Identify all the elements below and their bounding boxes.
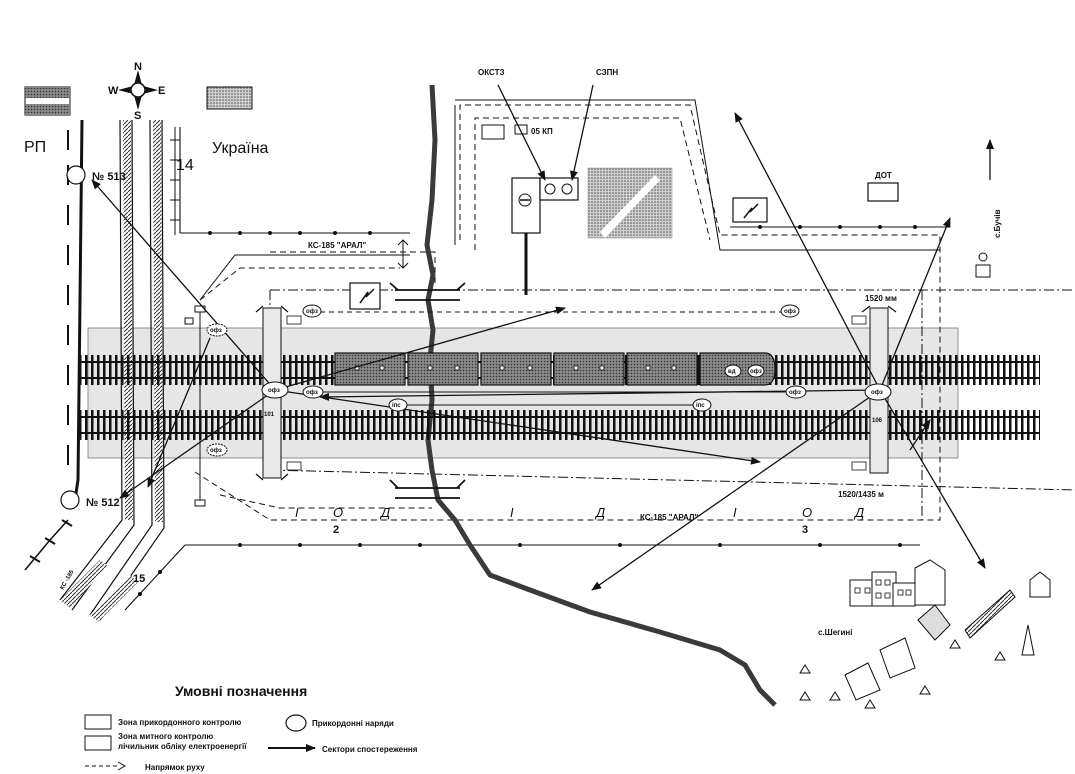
legend-sectors: Сектори спостереження [322, 745, 418, 754]
train [334, 352, 776, 386]
fence-posts [138, 225, 917, 596]
road-bottom-label: КС-185 "АРАЛ" [640, 513, 698, 522]
patrol-label-ofz: офз [750, 368, 762, 375]
compass-s: S [134, 110, 141, 122]
zone-letter-o: О [802, 505, 812, 520]
ukraine-label: Україна [212, 140, 269, 157]
patrol-label-ips: іпс [392, 403, 401, 409]
border-posts [60, 165, 86, 510]
okstz-label: ОКСТЗ [478, 68, 504, 77]
legend-border-zone: Зона прикордонного контролю [118, 718, 242, 727]
legend-meter: лічильник обліку електроенергії [118, 742, 247, 751]
zone-letter-d: Д [379, 505, 390, 520]
patrol-label-ips: іпс [696, 403, 705, 409]
dot-label: ДОТ [875, 171, 892, 180]
zone-letter-i: І [295, 505, 299, 520]
zone-letter-o: О [333, 505, 343, 520]
map-drawing [24, 70, 1075, 771]
legend-flags [24, 86, 253, 116]
zone-number-3: 3 [802, 524, 808, 536]
rp-label: РП [24, 139, 46, 156]
zone-number-2: 2 [333, 524, 339, 536]
legend-customs-zone: Зона митного контролю [118, 732, 213, 741]
legend-title: Умовні позначення [175, 683, 307, 699]
post-513-label: № 513 [92, 171, 126, 183]
text-labels: РП Україна 14 15 № 513 № 512 ОКСТЗ СЗПН … [24, 61, 1002, 637]
left-fence [170, 127, 180, 235]
buildings-top [184, 124, 991, 507]
zone-letter-d: Д [594, 505, 605, 520]
roads [199, 99, 940, 301]
compass-e: E [158, 85, 165, 97]
river-gates [389, 239, 466, 499]
compass-w: W [108, 85, 119, 97]
patrol-label-ofz: офз [306, 308, 318, 315]
km-15-label: 15 [133, 573, 145, 585]
traffic-routes [194, 104, 941, 521]
zone-letter-d: Д [853, 505, 864, 520]
patrol-label-ofz: офз [789, 389, 801, 396]
zone-letter-i: І [510, 505, 514, 520]
legend-symbols [84, 714, 316, 771]
village-label: с.Шегині [818, 628, 852, 637]
river-border [424, 84, 777, 707]
patrol-label-ofz: офз [210, 327, 222, 334]
patrol-label-ofz: офз [871, 389, 883, 396]
bridge-ends [255, 305, 897, 481]
compass-n: N [134, 61, 142, 73]
legend: Умовні позначення Зона прикордонного кон… [118, 683, 418, 772]
km-14-label: 14 [176, 157, 194, 174]
patrol-label-ofz: офз [784, 308, 796, 315]
patrol-label-ofz: офз [268, 387, 280, 394]
village-north-label: с.Бучів [993, 209, 1002, 238]
patrol-markers [206, 304, 892, 457]
node-106-label: 106 [872, 418, 883, 424]
node-101-label: 101 [264, 412, 275, 418]
zone-letter-i: І [733, 505, 737, 520]
patrol-label-ofz: офз [210, 447, 222, 454]
szpn-label: СЗПН [596, 68, 618, 77]
legend-direction: Напрямок руху [145, 763, 205, 772]
patrol-label-ofz: офз [306, 389, 318, 396]
road-top-label: КС-185 "АРАЛ" [308, 241, 366, 250]
compass-rose [118, 70, 158, 110]
kp-label: 05 КП [531, 127, 553, 136]
meter-icons [286, 315, 867, 471]
trees [799, 639, 1006, 709]
village-windows [854, 579, 912, 599]
patrol-label-vd: вд [728, 369, 736, 375]
post-512-label: № 512 [86, 497, 120, 509]
legend-patrols: Прикордонні наряди [312, 719, 394, 728]
patrol-paths [315, 311, 785, 406]
gauge-1520-label: 1520 мм [865, 294, 897, 303]
gauge-1520-1435-label: 1520/1435 м [838, 490, 884, 499]
